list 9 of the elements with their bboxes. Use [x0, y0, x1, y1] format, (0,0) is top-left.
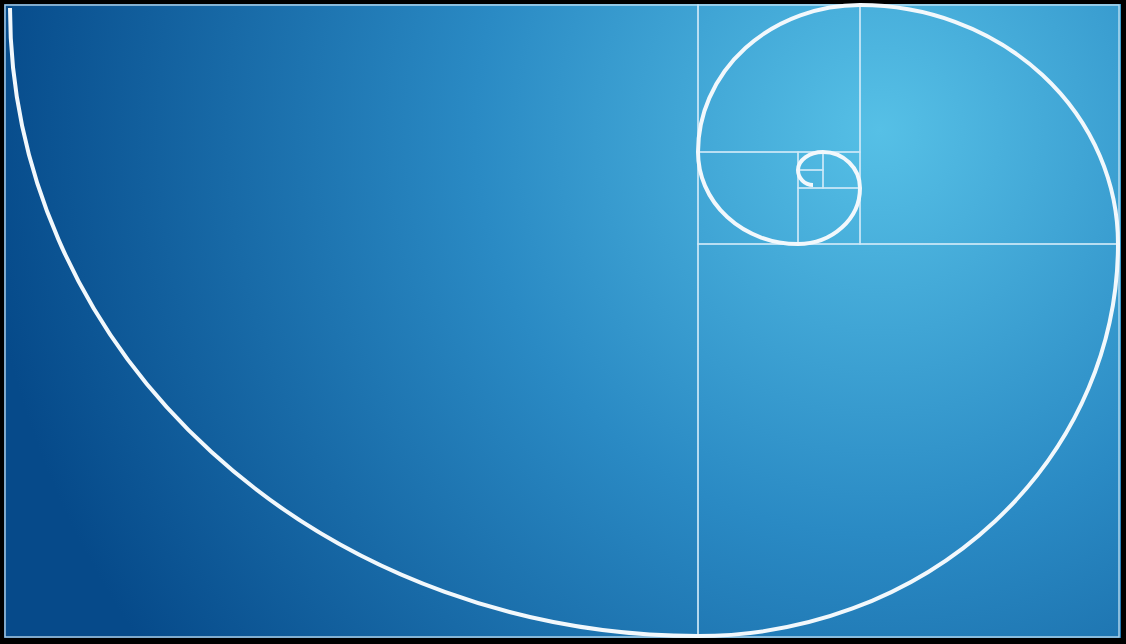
square-box	[697, 243, 1120, 638]
square-box	[797, 169, 824, 189]
square-box	[797, 187, 861, 245]
square-box	[697, 151, 799, 245]
square-box	[697, 4, 861, 153]
square-box	[822, 151, 861, 189]
square-box	[797, 151, 824, 171]
square-box	[4, 4, 699, 638]
square-box	[859, 4, 1120, 245]
